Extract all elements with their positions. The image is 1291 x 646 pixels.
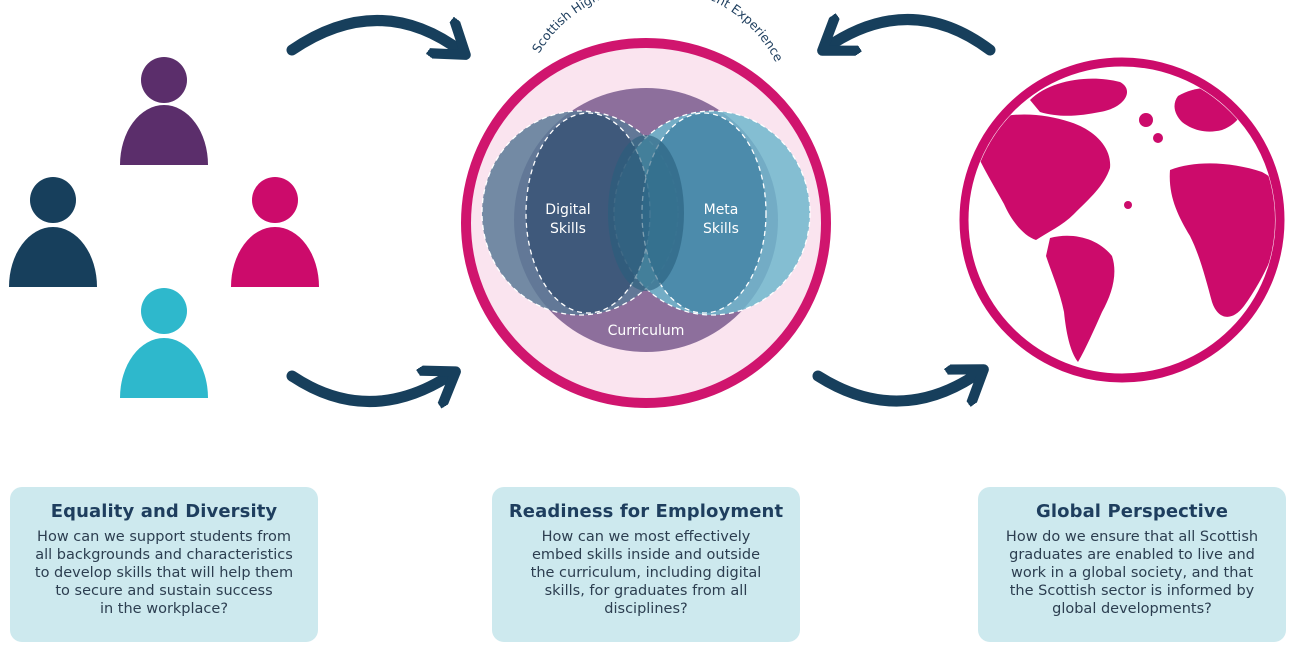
- intersection-core: [608, 135, 684, 291]
- readiness-line-4: skills, for graduates from all: [544, 583, 748, 599]
- digital-label-line2: Skills: [550, 221, 586, 237]
- globe-icon: [959, 57, 1285, 383]
- readiness-line-1: How can we most effectively: [541, 529, 751, 545]
- diagram: Scottish Higher Education Student Experi…: [9, 0, 1285, 470]
- equality-diversity-title: Equality and Diversity: [50, 501, 278, 522]
- person-icon-magenta: [231, 177, 319, 287]
- digital-label-line1: Digital: [545, 202, 590, 218]
- global-line-4: the Scottish sector is informed by: [1009, 583, 1255, 599]
- equality-line-4: to secure and sustain success: [55, 583, 273, 599]
- readiness-employment-card: Readiness for Employment How can we most…: [492, 487, 800, 642]
- person-icon-navy: [9, 177, 97, 287]
- meta-label-line2: Skills: [703, 221, 739, 237]
- curved-arrow-icon-top-right: [826, 19, 996, 50]
- global-line-2: graduates are enabled to live and: [1009, 547, 1255, 563]
- readiness-line-2: embed skills inside and outside: [531, 547, 761, 563]
- global-line-1: How do we ensure that all Scottish: [1005, 529, 1259, 545]
- readiness-line-5: disciplines?: [604, 601, 688, 617]
- person-icon-teal: [120, 288, 208, 398]
- global-perspective-title: Global Perspective: [1035, 501, 1229, 522]
- equality-line-1: How can we support students from: [37, 529, 291, 545]
- equality-diversity-card: Equality and Diversity How can we suppor…: [10, 487, 318, 642]
- equality-line-3: to develop skills that will help them: [34, 565, 294, 581]
- readiness-employment-text: How can we most effectively embed skills…: [502, 528, 790, 618]
- global-line-3: work in a global society, and that: [1010, 565, 1254, 581]
- readiness-employment-title: Readiness for Employment: [508, 501, 784, 522]
- global-line-5: global developments?: [1052, 601, 1212, 617]
- curved-arrow-icon-top-left: [286, 15, 462, 52]
- curved-arrow-icon-bottom-right: [812, 372, 980, 401]
- meta-label-line1: Meta: [704, 202, 739, 218]
- curved-arrow-icon-bottom-left: [286, 374, 452, 402]
- person-icon-purple: [120, 57, 208, 165]
- equality-diversity-text: How can we support students from all bac…: [20, 528, 308, 618]
- equality-line-5: in the workplace?: [99, 601, 229, 617]
- global-perspective-card: Global Perspective How do we ensure that…: [978, 487, 1286, 642]
- readiness-line-3: the curriculum, including digital: [530, 565, 762, 581]
- global-perspective-text: How do we ensure that all Scottish gradu…: [988, 528, 1276, 618]
- curriculum-label: Curriculum: [608, 323, 685, 339]
- equality-line-2: all backgrounds and characteristics: [35, 547, 293, 563]
